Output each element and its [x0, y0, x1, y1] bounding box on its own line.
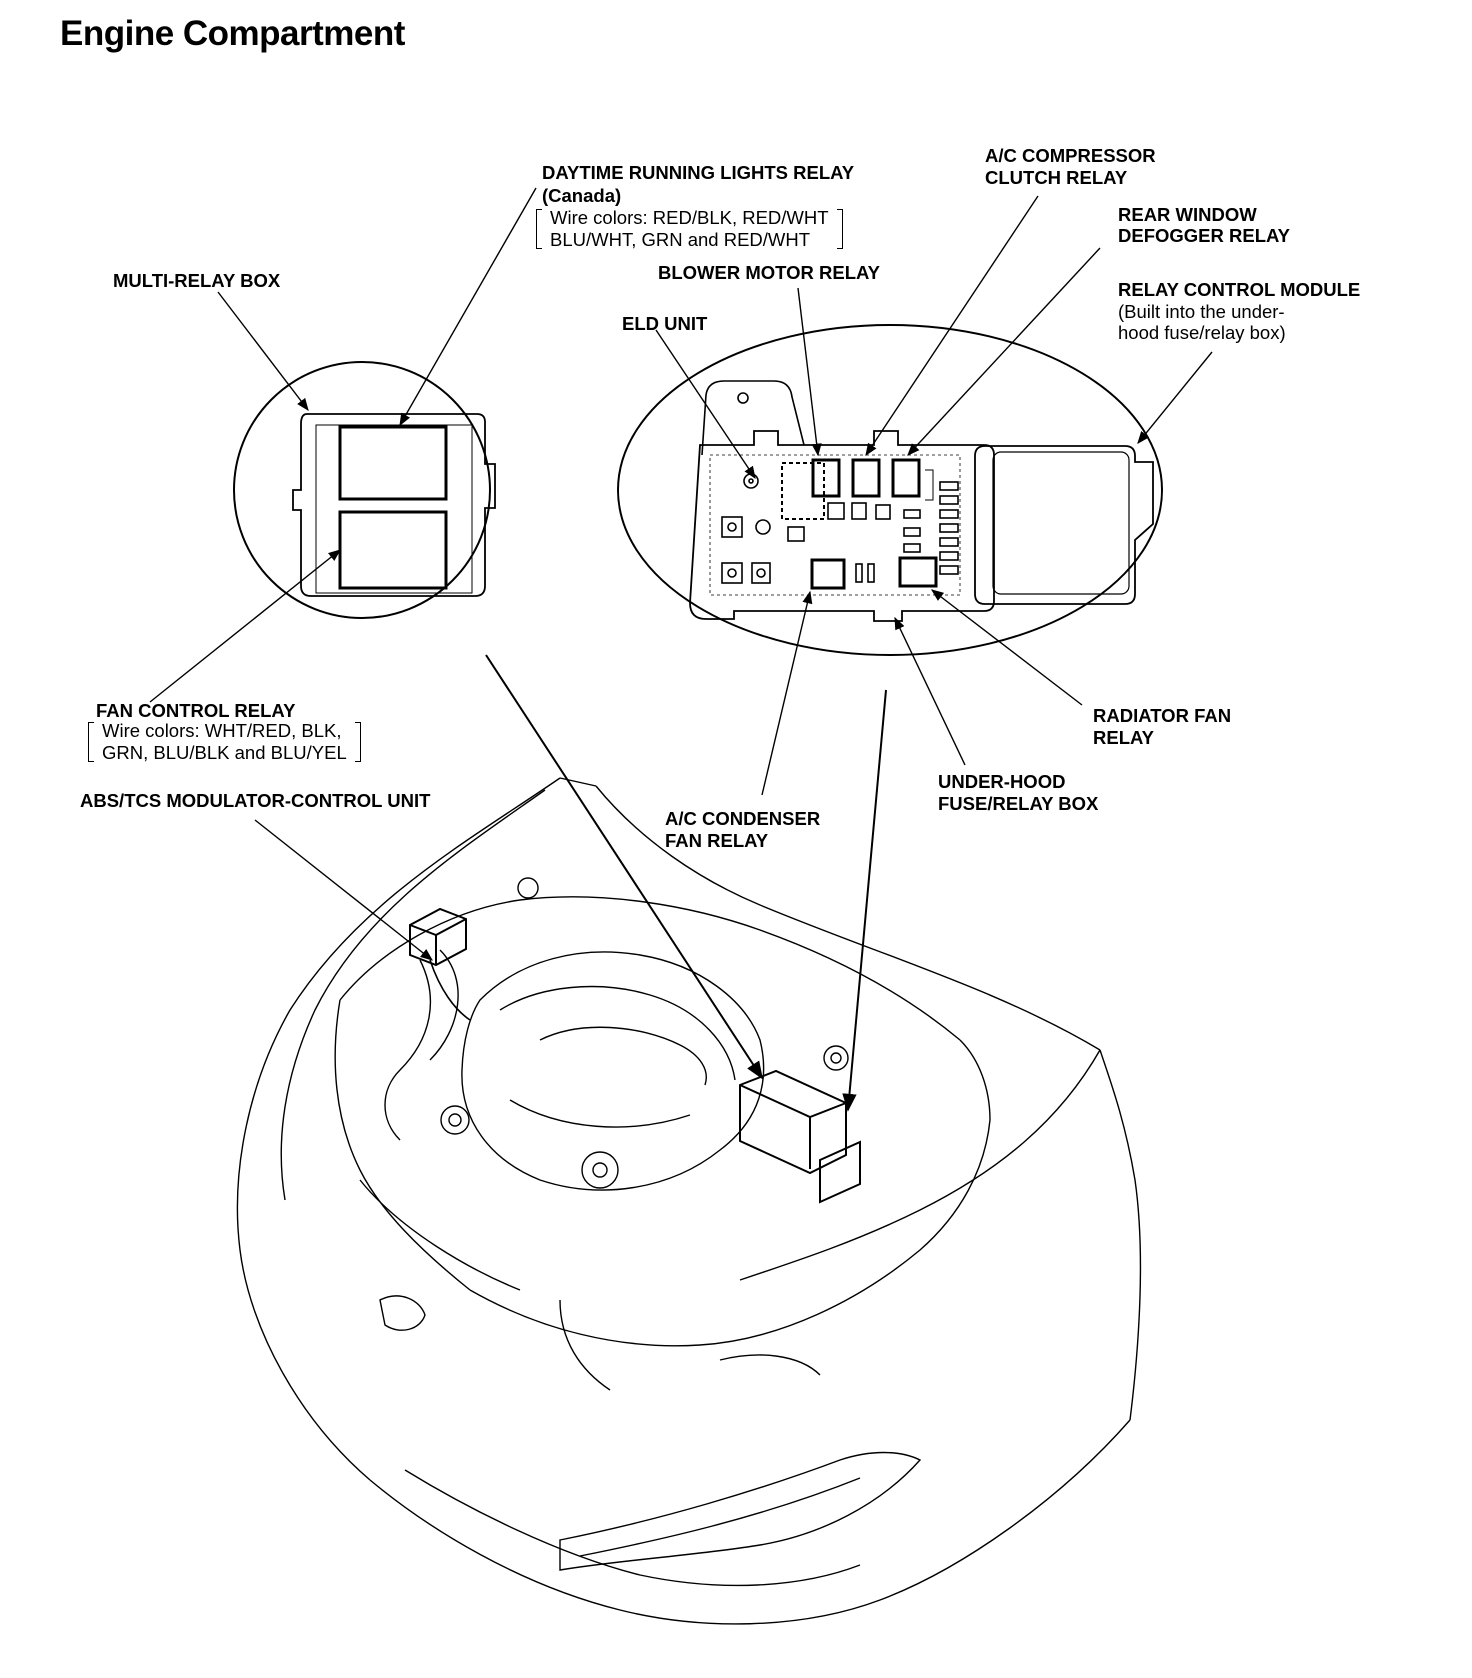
radiator-fan-relay-label-line-1: RADIATOR FAN	[1093, 705, 1232, 726]
underhood-fuse-relay-box-detail	[617, 324, 1163, 656]
radiator-fan-relay-shape	[898, 556, 938, 588]
ac-condenser-fan-relay-label-line-1: A/C CONDENSER	[665, 808, 821, 829]
eld-unit-label: ELD UNIT	[622, 313, 708, 334]
daytime-wire-colors-line-2: BLU/WHT, GRN and RED/WHT	[550, 229, 811, 250]
ac-compressor-clutch-relay-shape	[851, 458, 881, 498]
rear-window-defogger-relay-label-line-2: DEFOGGER RELAY	[1118, 225, 1291, 246]
underhood-fuse-relay-box-label-line-2: FUSE/RELAY BOX	[938, 793, 1099, 814]
car-body-drawing	[236, 777, 1142, 1625]
eld-unit-shape	[781, 462, 825, 520]
underhood-fuse-relay-box-label-line-1: UNDER-HOOD	[938, 771, 1066, 792]
daytime-wire-colors: Wire colors: RED/BLK, RED/WHT BLU/WHT, G…	[534, 207, 845, 251]
ac-compressor-clutch-relay-label-line-1: A/C COMPRESSOR	[985, 145, 1156, 166]
multi-relay-box-label: MULTI-RELAY BOX	[113, 270, 281, 291]
abs-tcs-unit-shape	[409, 907, 467, 967]
daytime-running-lights-relay-shape	[338, 425, 448, 501]
underhood-box-on-car	[739, 1069, 847, 1175]
page-title: Engine Compartment	[60, 14, 405, 53]
daytime-wire-colors-line-1: Wire colors: RED/BLK, RED/WHT	[550, 207, 829, 228]
fan-control-relay-label: FAN CONTROL RELAY	[96, 700, 296, 721]
fan-wire-colors-line-1: Wire colors: WHT/RED, BLK,	[102, 720, 342, 741]
daytime-running-lights-relay-region: (Canada)	[542, 185, 622, 206]
fan-control-relay-shape	[338, 510, 448, 590]
ac-condenser-fan-relay-label-line-2: FAN RELAY	[665, 830, 769, 851]
ac-compressor-clutch-relay-label-line-2: CLUTCH RELAY	[985, 167, 1128, 188]
relay-control-module-label: RELAY CONTROL MODULE	[1118, 279, 1361, 300]
rear-window-defogger-relay-shape	[891, 458, 921, 498]
fan-wire-colors-line-2: GRN, BLU/BLK and BLU/YEL	[102, 742, 347, 763]
fan-wire-colors: Wire colors: WHT/RED, BLK, GRN, BLU/BLK …	[86, 720, 363, 764]
daytime-running-lights-relay-label: DAYTIME RUNNING LIGHTS RELAY	[542, 162, 855, 183]
radiator-fan-relay-label-line-2: RELAY	[1093, 727, 1155, 748]
abs-tcs-modulator-control-unit-label: ABS/TCS MODULATOR-CONTROL UNIT	[80, 790, 431, 811]
blower-motor-relay-label: BLOWER MOTOR RELAY	[658, 262, 881, 283]
relay-control-module-note-2: hood fuse/relay box)	[1118, 322, 1286, 343]
rear-window-defogger-relay-label-line-1: REAR WINDOW	[1118, 204, 1257, 225]
relay-control-module-note-1: (Built into the under-	[1118, 301, 1285, 322]
ac-condenser-fan-relay-shape	[810, 558, 846, 590]
multi-relay-box-detail	[233, 361, 496, 619]
leader-lines	[149, 187, 1213, 1112]
blower-motor-relay-shape	[811, 458, 841, 498]
